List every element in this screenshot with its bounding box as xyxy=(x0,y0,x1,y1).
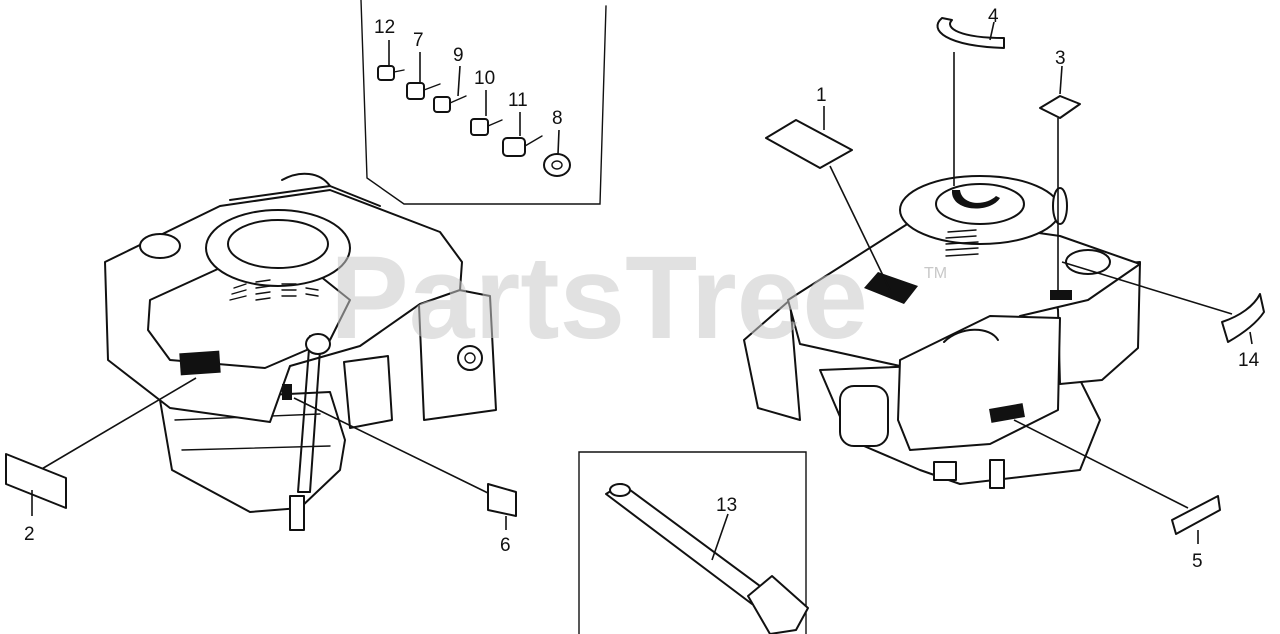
left-engine xyxy=(104,172,497,531)
label-4[interactable] xyxy=(936,17,1005,186)
bolt-12[interactable] xyxy=(377,40,405,81)
bolt-7[interactable] xyxy=(406,52,441,100)
label-6[interactable] xyxy=(293,397,517,530)
bolt-9[interactable] xyxy=(433,65,467,113)
label-14[interactable] xyxy=(1061,261,1265,345)
callout-10: 10 xyxy=(474,68,495,89)
washer-8[interactable] xyxy=(543,129,571,177)
label-5[interactable] xyxy=(1013,419,1221,544)
callout-14: 14 xyxy=(1238,350,1260,371)
callout-5: 5 xyxy=(1192,551,1203,572)
right-engine xyxy=(743,175,1141,489)
callout-4: 4 xyxy=(988,6,999,27)
fastener-kit-frame xyxy=(360,0,607,205)
callout-2: 2 xyxy=(24,524,35,545)
spark-plug-wrench-13[interactable] xyxy=(605,483,809,634)
callout-7: 7 xyxy=(413,30,424,51)
label-2[interactable] xyxy=(5,377,197,516)
bolt-10[interactable] xyxy=(470,90,503,136)
callout-3: 3 xyxy=(1055,48,1066,69)
watermark: PartsTree xyxy=(330,232,868,364)
label-1[interactable] xyxy=(765,106,891,291)
callout-9: 9 xyxy=(453,45,464,66)
callout-12: 12 xyxy=(374,17,395,38)
callout-11: 11 xyxy=(508,90,528,111)
tool-kit-frame xyxy=(578,451,807,634)
callout-6: 6 xyxy=(500,535,511,556)
bolt-11[interactable] xyxy=(502,112,543,157)
callout-1: 1 xyxy=(816,85,827,106)
callout-13: 13 xyxy=(716,495,737,516)
callout-8: 8 xyxy=(552,108,563,129)
label-3[interactable] xyxy=(1039,65,1081,292)
watermark-trademark: TM xyxy=(924,265,947,282)
